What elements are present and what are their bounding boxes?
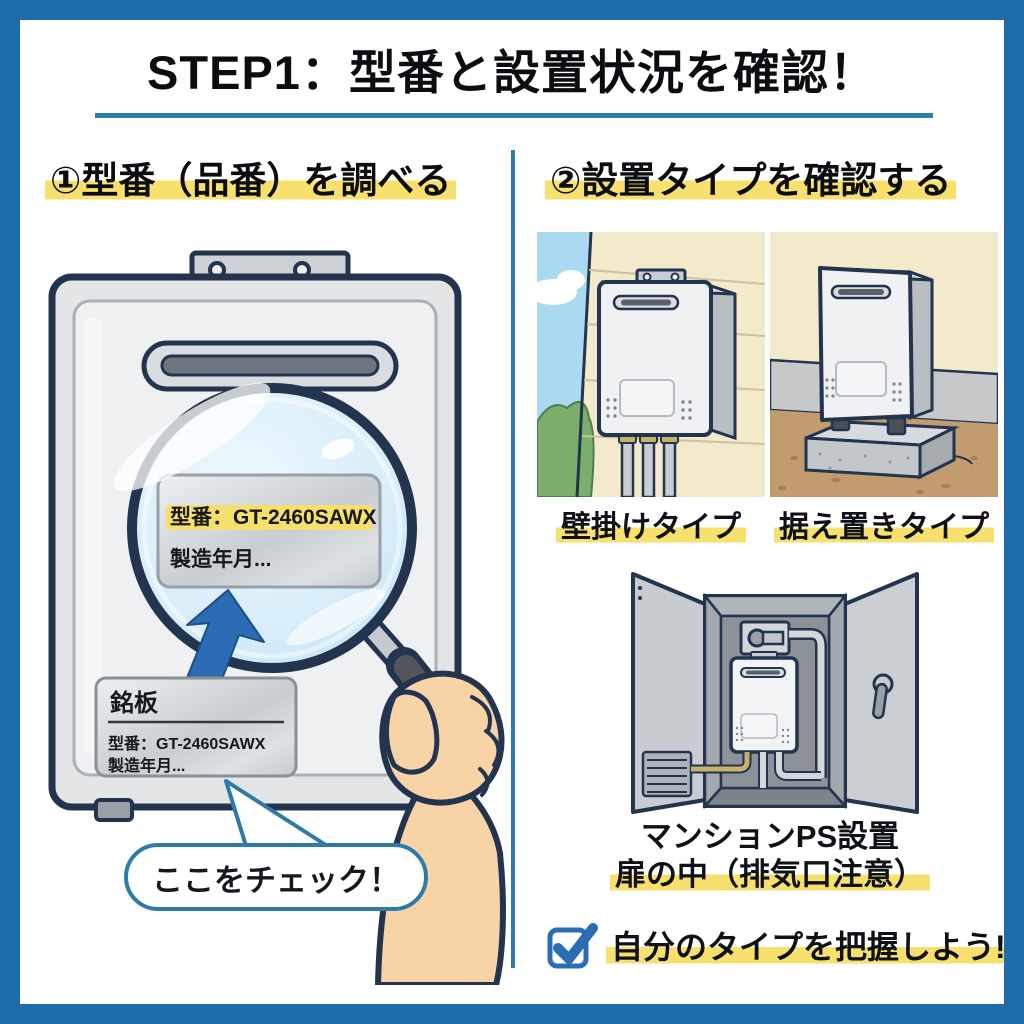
floor-standing-scene [770,232,998,497]
magnified-nameplate: 型番：GT-2460SAWX 製造年月... [156,473,382,589]
nameplate: 銘板 型番：GT-2460SAWX 製造年月... [94,676,298,778]
magnified-date-text: 製造年月... [169,547,272,571]
page-title: STEP1：型番と設置状況を確認！ [147,46,877,99]
exhaust-duct [739,620,791,656]
magnified-model-text: 型番：GT-2460SAWX [170,506,377,529]
floor-heater-unit [818,266,934,436]
cloud-illustration [537,270,585,305]
right-heading-text: ②設置タイプを確認する [545,160,957,201]
nameplate-date-text: 製造年月... [107,756,185,775]
ps-heater-unit [729,651,799,754]
ps-caption: マンションPS設置 扉の中（排気口注意） [540,818,1000,894]
wall-mounted-label: 壁掛けタイプ [537,502,765,546]
nameplate-model-text: 型番：GT-2460SAWX [108,734,266,753]
right-section-heading: ②設置タイプを確認する [545,150,957,204]
checklist-row: 自分のタイプを把握しよう! [546,920,1011,970]
left-section-heading: ①型番（品番）を調べる [45,150,457,204]
speech-bubble-text: ここをチェック！ [152,863,400,898]
cabinet-left-door [631,572,707,814]
magnifier-icon: 型番：GT-2460SAWX 製造年月... [113,383,417,673]
ps-caption-line1: マンションPS設置 [640,819,900,854]
title-underline [95,113,933,118]
nameplate-title-text: 銘板 [110,689,159,717]
wall-heater-unit [597,268,737,441]
speech-bubble: ここをチェック！ [124,779,428,911]
checkbox-check-icon [547,923,598,969]
panel-divider [511,150,515,968]
wall-mounted-scene [537,232,765,497]
ps-cabinet-scene [631,572,919,814]
ps-piping [691,752,821,788]
ps-caption-line2: 扉の中（排気口注意） [610,857,930,892]
water-heater-illustration: 型番：GT-2460SAWX 製造年月... 銘板 型番：GT-2460SAWX… [48,250,506,985]
heater-pipes [618,430,679,497]
hand-illustration [374,670,506,985]
left-heading-text: ①型番（品番）を調べる [45,160,457,201]
floor-standing-label: 据え置きタイプ [770,502,998,546]
cabinet-right-door [843,572,919,814]
checklist-text: 自分のタイプを把握しよう! [606,929,1011,965]
